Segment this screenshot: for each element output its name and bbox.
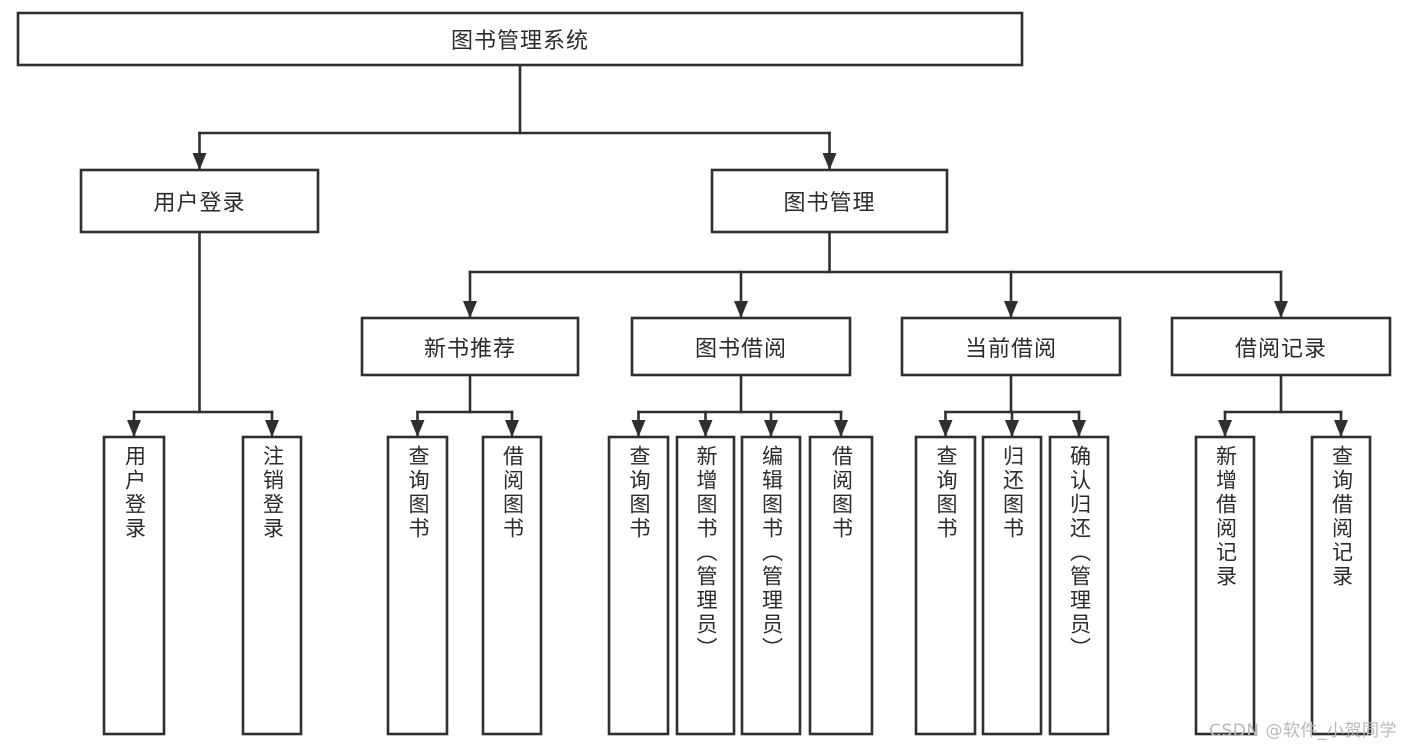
arrow-head-icon bbox=[734, 301, 748, 318]
arrow-head-icon bbox=[938, 420, 953, 437]
node-box-leaf-add-book[interactable] bbox=[675, 435, 736, 736]
node-box-current-borrow[interactable] bbox=[900, 316, 1122, 377]
node-box-borrow-record[interactable] bbox=[1170, 316, 1392, 377]
arrow-head-icon bbox=[127, 420, 141, 437]
arrow-head-icon bbox=[505, 420, 519, 437]
node-box-leaf-borrow-book-rec[interactable] bbox=[481, 435, 543, 736]
node-box-book-manage[interactable] bbox=[710, 168, 949, 234]
arrow-head-icon bbox=[822, 153, 837, 170]
node-box-leaf-query-book-c[interactable] bbox=[914, 435, 977, 736]
arrow-head-icon bbox=[1334, 420, 1348, 437]
node-box-book-borrow[interactable] bbox=[630, 316, 852, 377]
arrow-head-icon bbox=[192, 153, 207, 170]
node-box-new-book-rec[interactable] bbox=[360, 316, 580, 377]
node-box-leaf-add-record[interactable] bbox=[1194, 435, 1256, 736]
node-box-leaf-query-book-b[interactable] bbox=[607, 435, 670, 736]
node-box-leaf-return-book[interactable] bbox=[981, 435, 1043, 736]
connectors-layer bbox=[127, 63, 1348, 439]
arrow-head-icon bbox=[410, 420, 425, 437]
boxes-layer bbox=[16, 11, 1392, 736]
arrow-head-icon bbox=[764, 420, 778, 437]
node-box-leaf-confirm-return[interactable] bbox=[1048, 435, 1110, 736]
node-box-leaf-logout[interactable] bbox=[241, 435, 303, 736]
arrow-head-icon bbox=[1004, 301, 1018, 318]
node-box-leaf-borrow-book-b[interactable] bbox=[808, 435, 874, 736]
node-box-leaf-user-login[interactable] bbox=[102, 435, 166, 736]
arrow-head-icon bbox=[631, 420, 646, 437]
node-box-leaf-query-book-rec[interactable] bbox=[386, 435, 449, 736]
arrow-head-icon bbox=[463, 301, 477, 318]
node-box-root[interactable] bbox=[16, 11, 1024, 67]
arrow-head-icon bbox=[834, 420, 848, 437]
node-box-leaf-edit-book[interactable] bbox=[740, 435, 802, 736]
arrow-head-icon bbox=[1072, 420, 1086, 437]
arrow-head-icon bbox=[265, 420, 279, 437]
node-box-leaf-query-record[interactable] bbox=[1310, 435, 1372, 736]
arrow-head-icon bbox=[698, 420, 713, 437]
arrow-head-icon bbox=[1218, 420, 1232, 437]
arrow-head-icon bbox=[1005, 420, 1019, 437]
node-box-user-login[interactable] bbox=[79, 168, 320, 234]
arrow-head-icon bbox=[1274, 301, 1288, 318]
